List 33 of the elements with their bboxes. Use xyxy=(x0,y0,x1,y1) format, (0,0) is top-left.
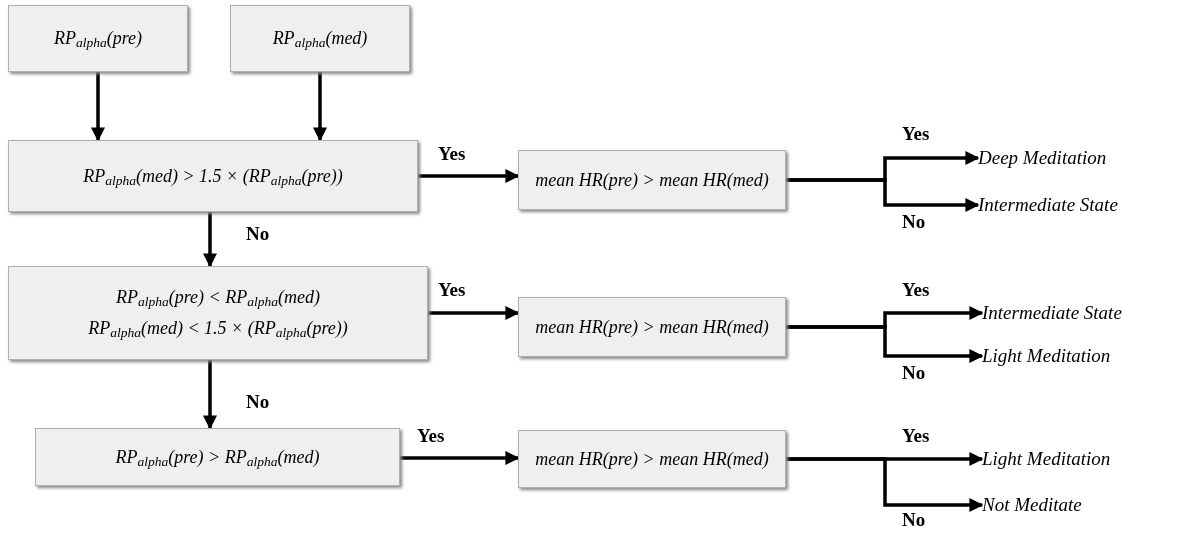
arrow xyxy=(203,212,217,268)
arrow xyxy=(400,451,520,465)
condition-text: RP$_{alpha}$(pre) > RP$_{alpha}$(med) xyxy=(115,445,320,471)
condition-text: mean HR(pre) > mean HR(med) xyxy=(535,168,769,192)
condition-text: RP$_{alpha}$(med) < 1.5 × (RP$_{alpha}$(pre)) xyxy=(88,317,348,342)
arrow xyxy=(418,169,520,183)
condition-text: mean HR(pre) > mean HR(med) xyxy=(535,315,769,339)
outcome-label: Deep Meditation xyxy=(978,145,1173,171)
process-box xyxy=(518,297,786,357)
process-box xyxy=(8,5,188,72)
outcome-label: Not Meditate xyxy=(982,492,1177,518)
outcome-label: Light Meditation xyxy=(982,343,1177,369)
arrow xyxy=(91,72,105,142)
arrow xyxy=(786,325,984,363)
outcome-label: Intermediate State xyxy=(978,192,1178,218)
arrow xyxy=(203,360,217,430)
arrow xyxy=(786,457,984,512)
process-box xyxy=(518,150,786,210)
arrow xyxy=(786,178,980,212)
condition-text: RP$_{alpha}$(med) > 1.5 × (RP$_{alpha}$(pre)) xyxy=(83,164,343,190)
process-box xyxy=(8,266,428,360)
condition-text: RP$_{alpha}$(med) xyxy=(272,27,368,52)
condition-text: RP$_{alpha}$(pre) xyxy=(53,27,143,52)
outcome-label: Light Meditation xyxy=(982,446,1177,472)
process-box xyxy=(518,430,786,488)
arrow xyxy=(313,72,327,142)
condition-text: RP$_{alpha}$(pre) < RP$_{alpha}$(med) xyxy=(116,286,320,311)
process-box xyxy=(8,140,418,212)
process-box xyxy=(35,428,400,486)
condition-text: mean HR(pre) > mean HR(med) xyxy=(535,447,769,471)
outcome-label: Intermediate State xyxy=(982,300,1180,326)
process-box xyxy=(230,5,410,72)
arrow xyxy=(428,306,520,320)
